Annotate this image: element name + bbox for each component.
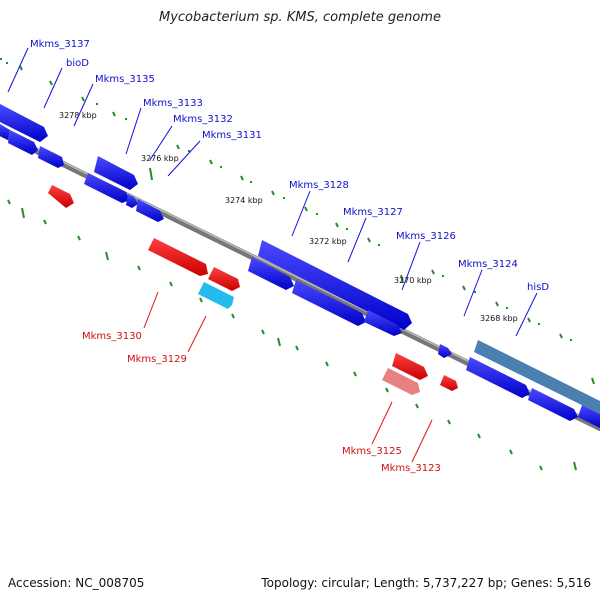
kbp-label: 3274 kbp: [225, 196, 263, 205]
gene-label[interactable]: Mkms_3135: [95, 74, 155, 85]
gene-label[interactable]: Mkms_3128: [289, 180, 349, 191]
gene-feature[interactable]: [126, 194, 138, 208]
forward-leader-lines: [7, 47, 538, 337]
gene-feature[interactable]: [0, 104, 48, 142]
gene-feature[interactable]: [198, 282, 234, 309]
gene-label[interactable]: Mkms_3131: [202, 130, 262, 141]
gene-label[interactable]: Mkms_3133: [143, 98, 203, 109]
gene-feature[interactable]: [208, 267, 240, 291]
gene-label[interactable]: Mkms_3123: [381, 463, 441, 474]
gene-feature[interactable]: [84, 173, 130, 203]
gene-feature[interactable]: [136, 199, 164, 222]
gene-label[interactable]: Mkms_3137: [30, 39, 90, 50]
gene-label[interactable]: Mkms_3129: [127, 354, 187, 365]
reverse-genes: [48, 185, 458, 395]
gene-feature[interactable]: [48, 185, 74, 208]
map-title: Mycobacterium sp. KMS, complete genome: [159, 10, 441, 25]
gene-feature[interactable]: [392, 353, 428, 380]
forward-genes: [0, 104, 600, 428]
gene-label[interactable]: hisD: [527, 282, 549, 293]
kbp-label: 3268 kbp: [480, 314, 518, 323]
gene-label[interactable]: Mkms_3125: [342, 446, 402, 457]
gene-label[interactable]: bioD: [66, 58, 89, 69]
reverse-leader-lines: [143, 291, 433, 463]
tick-track-far: [0, 58, 572, 341]
gene-feature[interactable]: [248, 257, 294, 290]
gene-feature[interactable]: [8, 130, 38, 155]
genome-summary-text: Topology: circular; Length: 5,737,227 bp…: [261, 576, 591, 590]
selected-gene-feature[interactable]: [474, 340, 600, 414]
gene-label[interactable]: Mkms_3124: [458, 259, 518, 270]
forward-gene-labels: Mkms_3137 bioD Mkms_3135 Mkms_3133 Mkms_…: [30, 39, 549, 293]
tick-track-inner: [7, 199, 577, 471]
reverse-gene-labels: Mkms_3130 Mkms_3129 Mkms_3125 Mkms_3123: [82, 331, 441, 474]
tick-track-outer: [19, 65, 595, 385]
gene-feature[interactable]: [528, 388, 578, 421]
gene-feature[interactable]: [440, 375, 458, 391]
gene-feature[interactable]: [94, 156, 138, 190]
gene-label[interactable]: Mkms_3127: [343, 207, 403, 218]
kbp-label: 3272 kbp: [309, 237, 347, 246]
kbp-label: 3270 kbp: [394, 276, 432, 285]
gene-feature[interactable]: [292, 280, 366, 326]
gene-feature[interactable]: [148, 238, 208, 276]
gene-feature[interactable]: [466, 357, 530, 398]
gene-label[interactable]: Mkms_3130: [82, 331, 142, 342]
gene-feature[interactable]: [382, 368, 420, 395]
gene-label[interactable]: Mkms_3126: [396, 231, 456, 242]
kbp-label: 3276 kbp: [141, 154, 179, 163]
gene-feature[interactable]: [38, 146, 64, 168]
gene-feature[interactable]: [578, 405, 600, 428]
gene-feature[interactable]: [0, 124, 10, 140]
kbp-label: 3278 kbp: [59, 111, 97, 120]
gene-feature[interactable]: [438, 344, 452, 358]
accession-text: Accession: NC_008705: [8, 576, 145, 590]
gene-label[interactable]: Mkms_3132: [173, 114, 233, 125]
gene-feature[interactable]: [364, 310, 402, 336]
gene-feature[interactable]: [258, 240, 412, 330]
